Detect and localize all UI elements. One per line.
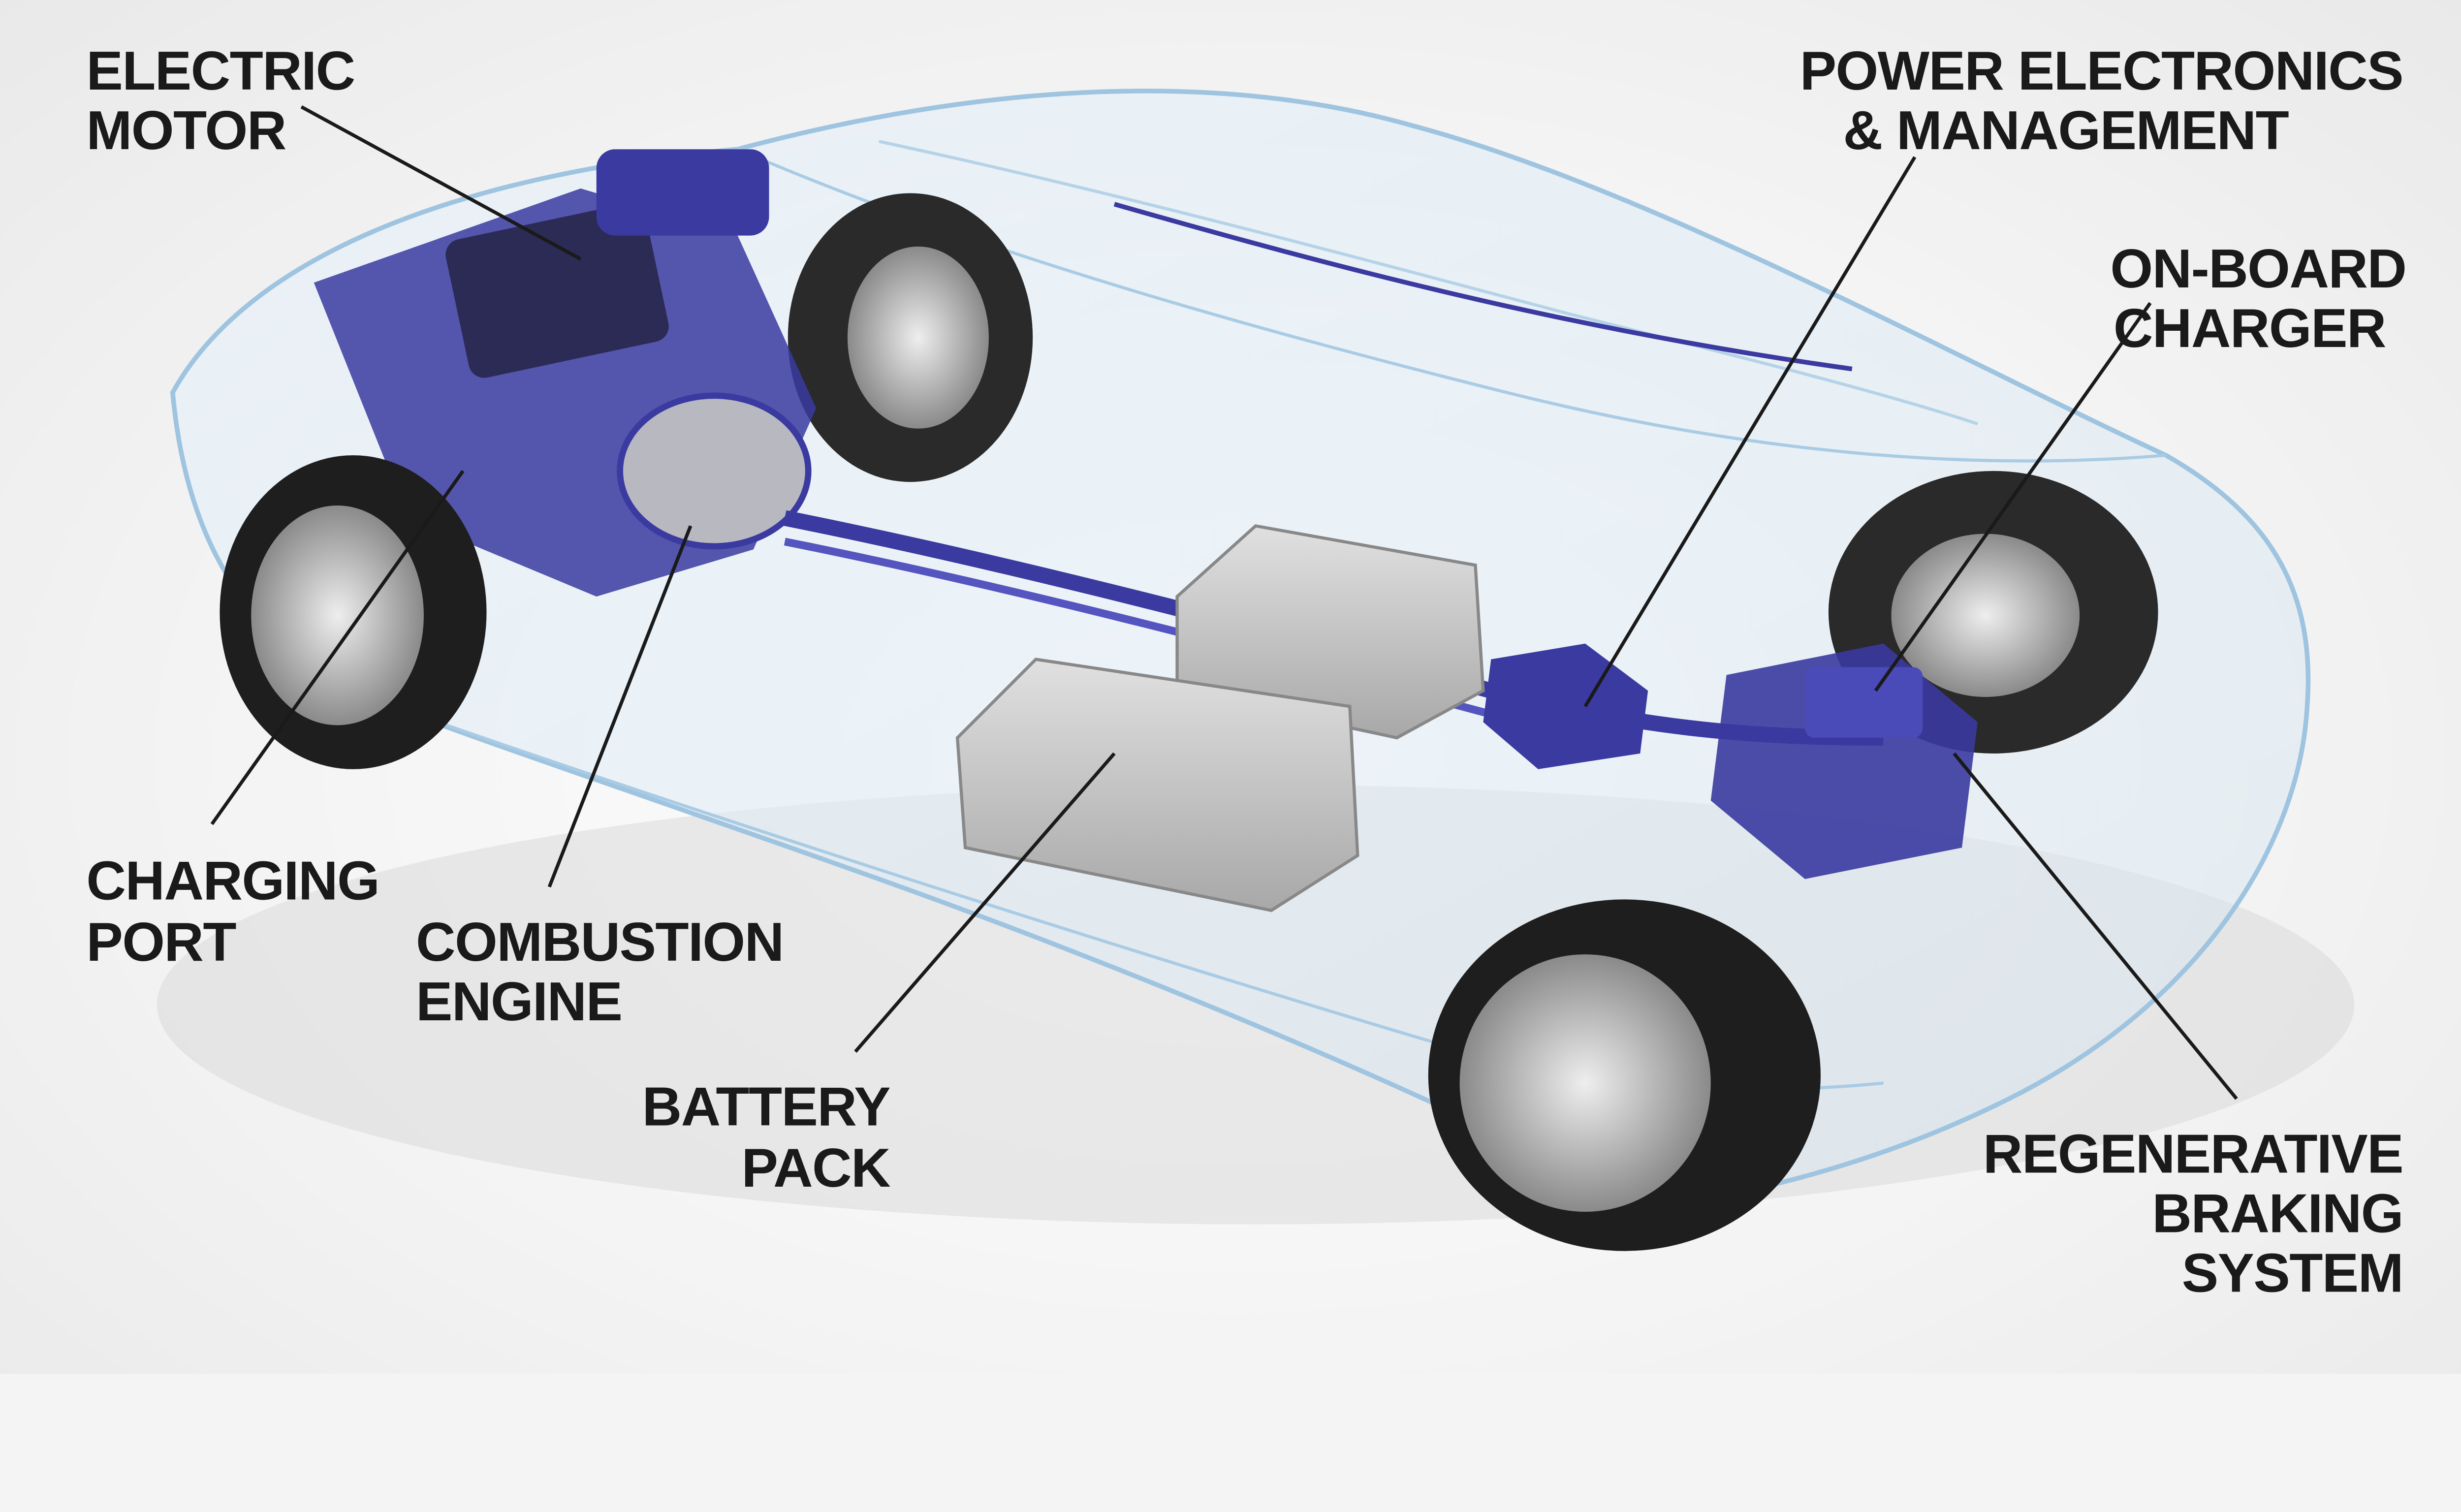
rim-front-far bbox=[847, 246, 989, 429]
car-cutaway-illustration: ELECTRIC MOTOR POWER ELECTRONICS & MANAG… bbox=[86, 40, 2407, 1304]
on-board-charger-box bbox=[1805, 667, 1923, 738]
leader-power-electronics bbox=[1583, 156, 1917, 708]
hybrid-car-diagram: ELECTRIC MOTOR POWER ELECTRONICS & MANAG… bbox=[0, 0, 2461, 1374]
electric-motor-housing bbox=[445, 203, 669, 378]
label-combustion-engine: COMBUSTION bbox=[416, 911, 784, 973]
leader-electric-motor bbox=[300, 105, 582, 261]
label-power-electronics: POWER ELECTRONICS bbox=[1800, 40, 2403, 101]
label-regenerative-braking: REGENERATIVE bbox=[1983, 1123, 2403, 1184]
coolant-reservoir bbox=[596, 149, 769, 236]
window-line bbox=[879, 140, 1978, 426]
power-electronics-unit bbox=[1483, 643, 1648, 769]
label-on-board-charger: ON-BOARD bbox=[2110, 238, 2406, 299]
leader-on-board-charger bbox=[1874, 302, 2152, 692]
label-battery-pack-2: PACK bbox=[741, 1137, 890, 1198]
leader-combustion-engine bbox=[547, 525, 693, 888]
leader-regenerative-braking bbox=[1953, 752, 2238, 1100]
battery-pack-main bbox=[955, 658, 1359, 913]
label-electric-motor: ELECTRIC bbox=[86, 40, 354, 101]
label-electric-motor-2: MOTOR bbox=[86, 99, 285, 161]
rim-front-near bbox=[251, 505, 424, 725]
label-charging-port: CHARGING bbox=[86, 850, 379, 911]
rim-rear-far bbox=[1891, 534, 2080, 697]
label-battery-pack: BATTERY bbox=[642, 1076, 890, 1137]
leader-battery-pack bbox=[854, 752, 1116, 1053]
leader-charging-port bbox=[210, 470, 465, 825]
leader-lines bbox=[210, 105, 2238, 1100]
label-on-board-charger-2: CHARGER bbox=[2114, 297, 2386, 359]
brake-line bbox=[1113, 202, 1853, 372]
rim-rear-near bbox=[1459, 954, 1711, 1212]
combustion-engine-cylinder bbox=[617, 392, 812, 550]
label-power-electronics-2: & MANAGEMENT bbox=[1843, 99, 2289, 161]
label-combustion-engine-2: ENGINE bbox=[416, 971, 622, 1032]
label-charging-port-2: PORT bbox=[86, 911, 236, 973]
label-regenerative-braking-3: SYSTEM bbox=[2182, 1242, 2403, 1304]
label-regenerative-braking-2: BRAKING bbox=[2152, 1182, 2403, 1244]
